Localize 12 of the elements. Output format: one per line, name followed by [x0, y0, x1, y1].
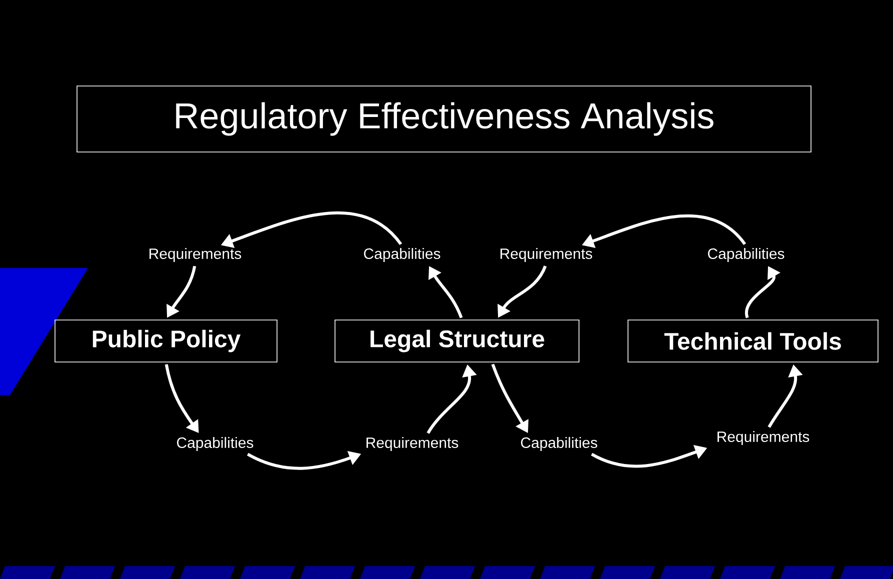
arrow-label: Requirements — [366, 437, 458, 451]
process-box: Public Policy — [54, 320, 278, 362]
arrow-label: Capabilities — [177, 437, 254, 451]
title-box: Regulatory Effectiveness Analysis — [76, 86, 812, 152]
arrow-label: Requirements — [718, 431, 810, 445]
process-box: Legal Structure — [334, 320, 580, 362]
arrow-label: Requirements — [150, 248, 242, 262]
arrow-label: Capabilities — [521, 437, 598, 451]
process-box: Technical Tools — [628, 320, 878, 362]
arrow-label: Capabilities — [708, 248, 784, 262]
arrow-label: Requirements — [500, 248, 592, 262]
arrow-label: Capabilities — [364, 248, 440, 262]
